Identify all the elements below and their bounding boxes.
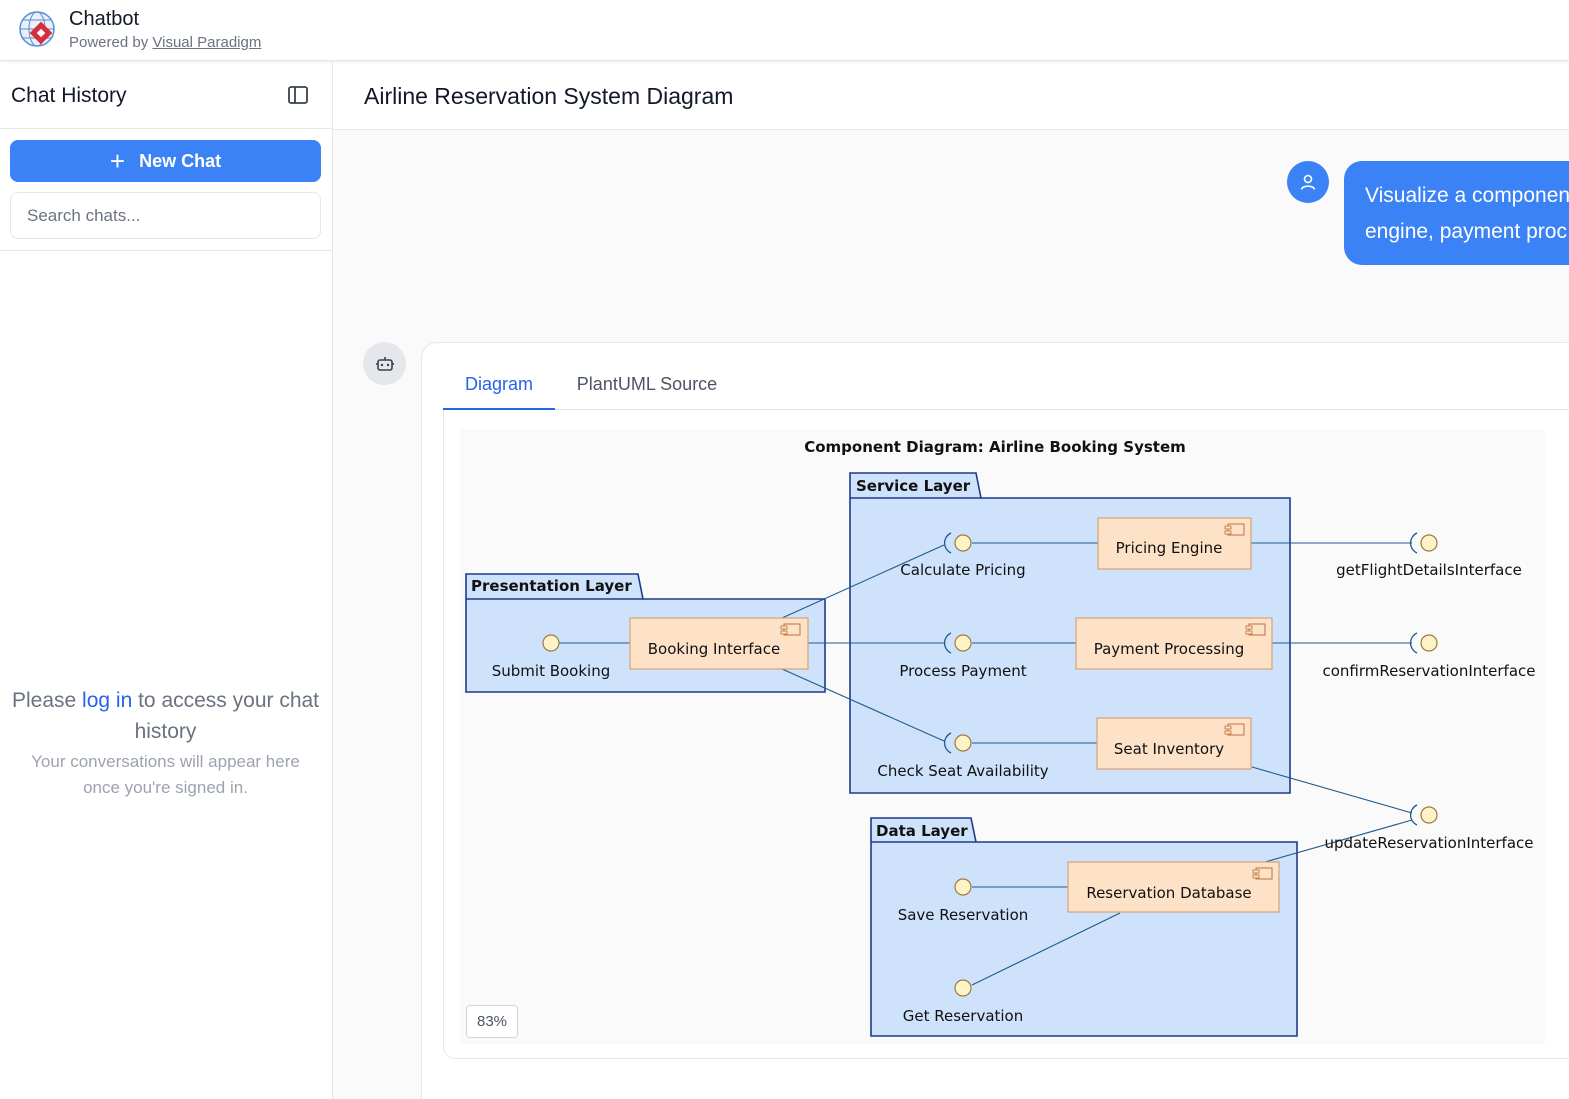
interface-socket [943, 732, 952, 754]
interface-port [954, 634, 972, 652]
page-title: Airline Reservation System Diagram [364, 83, 734, 109]
search-chats-input[interactable] [10, 192, 321, 239]
interface-port [954, 534, 972, 552]
interface-port [1420, 634, 1438, 652]
component-label: Pricing Engine [1116, 539, 1223, 557]
package-data-layer [870, 817, 1298, 1037]
chat-history-sidebar: Chat History + New Chat Please log in to… [0, 61, 333, 1099]
interface-port [1420, 534, 1438, 552]
component-booking-interface: Booking Interface [629, 617, 809, 670]
interface-port [542, 634, 560, 652]
sidebar-toggle-icon[interactable] [288, 86, 308, 104]
diagram-canvas[interactable]: Component Diagram: Airline Booking Syste… [460, 429, 1545, 1044]
diagram-viewer: Component Diagram: Airline Booking Syste… [443, 410, 1569, 1059]
login-link[interactable]: log in [82, 689, 133, 712]
interface-label: Get Reservation [903, 1007, 1024, 1025]
powered-by: Powered by Visual Paradigm [69, 34, 261, 51]
tab-plantuml-source[interactable]: PlantUML Source [576, 374, 718, 394]
plus-icon: + [109, 146, 126, 176]
bot-icon [375, 356, 394, 371]
main-panel: Airline Reservation System Diagram Visua… [333, 61, 1569, 1099]
interface-label: updateReservationInterface [1325, 834, 1534, 852]
interface-label: Calculate Pricing [900, 561, 1025, 579]
interface-port [954, 979, 972, 997]
new-chat-button[interactable]: + New Chat [10, 140, 321, 182]
interface-port [954, 734, 972, 752]
package-label: Data Layer [876, 822, 968, 840]
response-tabs: Diagram PlantUML Source [443, 363, 1569, 410]
visual-paradigm-logo-icon [19, 11, 55, 47]
sidebar-divider [0, 250, 332, 251]
user-message-bubble: Visualize a component engine, payment pr… [1344, 161, 1569, 265]
component-label: Reservation Database [1086, 884, 1251, 902]
diagram-title: Component Diagram: Airline Booking Syste… [804, 438, 1186, 456]
interface-socket [943, 632, 952, 654]
login-hint: Your conversations will appear here once… [31, 752, 300, 797]
interface-label: Submit Booking [492, 662, 611, 680]
interface-label: Process Payment [899, 662, 1026, 680]
interface-label: Check Seat Availability [877, 762, 1048, 780]
interface-socket [1409, 532, 1418, 554]
component-reservation-database: Reservation Database [1067, 861, 1280, 913]
interface-label: confirmReservationInterface [1322, 662, 1535, 680]
user-icon [1300, 174, 1316, 190]
user-avatar [1287, 161, 1329, 203]
component-diagram: Component Diagram: Airline Booking Syste… [465, 438, 1536, 1037]
visual-paradigm-link[interactable]: Visual Paradigm [152, 34, 262, 51]
interface-port [954, 878, 972, 896]
component-label: Payment Processing [1094, 640, 1245, 658]
app-title: Chatbot [69, 8, 140, 30]
bot-avatar [363, 342, 406, 385]
interface-socket [1409, 632, 1418, 654]
zoom-level-badge[interactable]: 83% [466, 1005, 518, 1038]
interface-port [1420, 806, 1438, 824]
interface-socket [1409, 804, 1418, 826]
bot-response-card: Diagram PlantUML Source Component Diagra… [421, 342, 1569, 1099]
sidebar-title: Chat History [11, 84, 127, 107]
login-message: Please log in to access your chat histor… [10, 685, 321, 747]
component-pricing-engine: Pricing Engine [1097, 517, 1252, 570]
interface-socket [943, 532, 952, 554]
interface-label: Save Reservation [898, 906, 1029, 924]
component-label: Booking Interface [648, 640, 780, 658]
sidebar-header: Chat History [0, 61, 332, 129]
interface-label: getFlightDetailsInterface [1336, 561, 1522, 579]
package-label: Presentation Layer [471, 577, 632, 595]
component-label: Seat Inventory [1114, 740, 1224, 758]
main-header: Airline Reservation System Diagram [333, 61, 1569, 130]
user-message-line: Visualize a component [1365, 184, 1569, 207]
app-header: Chatbot Powered by Visual Paradigm [0, 0, 1569, 61]
login-prefix: Please [11, 689, 77, 712]
user-message-line: engine, payment proc [1365, 220, 1567, 243]
new-chat-label: New Chat [139, 150, 222, 171]
package-label: Service Layer [856, 477, 971, 495]
component-seat-inventory: Seat Inventory [1096, 717, 1252, 770]
component-payment-processing: Payment Processing [1075, 617, 1273, 670]
login-suffix: to access your chat history [134, 689, 320, 743]
powered-by-prefix: Powered by [69, 34, 149, 51]
tab-diagram[interactable]: Diagram [443, 363, 555, 410]
